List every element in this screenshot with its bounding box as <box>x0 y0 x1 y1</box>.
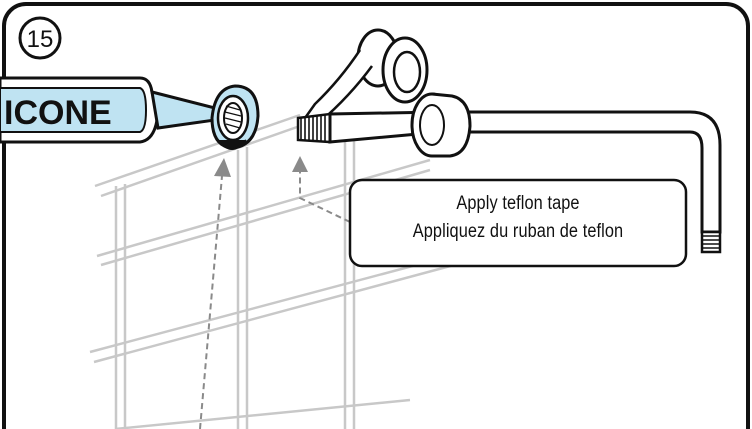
step-number: 15 <box>27 26 54 53</box>
silicone-tube: ICONE <box>0 76 225 144</box>
callout-box <box>348 178 688 268</box>
tube-label: ICONE <box>4 94 112 132</box>
wall-flange <box>210 84 260 150</box>
step-number-badge: 15 <box>18 16 62 60</box>
callout-line-french: Appliquez du ruban de teflon <box>412 221 624 242</box>
arrow-to-pipe-thread <box>292 156 351 223</box>
arrow-to-wall-flange <box>199 158 231 429</box>
callout-text: Apply teflon tape Appliquez du ruban de … <box>375 190 661 246</box>
shower-arm <box>296 92 722 254</box>
callout-line-english: Apply teflon tape <box>456 193 580 214</box>
